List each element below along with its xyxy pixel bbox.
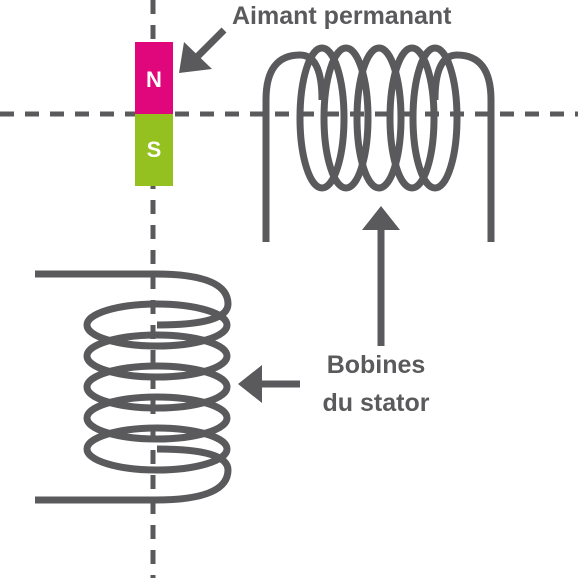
stator-label-line1: Bobines	[327, 351, 426, 379]
permanent-magnet: N S	[135, 42, 173, 186]
magnet-south-label: S	[147, 137, 162, 162]
stator-coil-left	[35, 270, 232, 504]
magnet-north-pole	[135, 42, 173, 114]
magnet-arrow	[179, 27, 227, 73]
magnet-label: Aimant permanant	[232, 2, 452, 30]
stator-arrow-up	[362, 206, 400, 346]
magnet-north-label: N	[146, 67, 162, 92]
stator-coil-top	[262, 44, 495, 242]
stator-arrow-left	[238, 365, 300, 403]
magnet-south-pole	[135, 114, 173, 186]
stator-label-line2: du stator	[323, 389, 430, 417]
